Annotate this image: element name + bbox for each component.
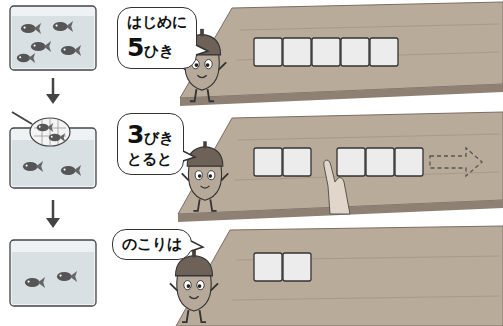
- counting-block: [254, 38, 282, 66]
- wooden-board: [178, 112, 503, 214]
- fish-tank: [57, 271, 77, 282]
- bubble-tail: [191, 241, 203, 251]
- bubble-text: 3びき: [127, 119, 174, 150]
- counting-block: [366, 148, 394, 176]
- bubble-text: のこりは: [122, 235, 182, 254]
- fish-tank: [12, 252, 94, 304]
- fish-tank: [12, 16, 94, 68]
- fish-tank: [25, 277, 45, 288]
- bubble-text: 5ひき: [127, 32, 187, 63]
- counting-block: [254, 148, 282, 176]
- bubble-text: はじめに: [127, 13, 187, 32]
- counting-block: [370, 38, 398, 66]
- fish-tank: [34, 118, 66, 146]
- wooden-board: [176, 2, 503, 326]
- counting-block: [337, 148, 365, 176]
- speech-bubble: のこりは: [112, 229, 192, 260]
- speech-bubble: 3びきとると: [117, 113, 184, 175]
- bubble-tail: [183, 151, 195, 161]
- fish-tank: [23, 161, 43, 172]
- counting-block: [254, 253, 282, 281]
- fish-tank: [12, 112, 32, 124]
- bubble-tail: [182, 151, 195, 161]
- fish-tank: [10, 128, 96, 188]
- fish-tank: [61, 165, 81, 176]
- fish-tank: [37, 123, 54, 132]
- fish-tank: [30, 118, 70, 146]
- counting-block: [283, 253, 311, 281]
- counting-block: [341, 38, 369, 66]
- hand: [324, 160, 350, 214]
- fish-tank: [21, 23, 41, 34]
- counting-block: [283, 148, 311, 176]
- wooden-board: [176, 226, 503, 326]
- fish-tank: [31, 41, 51, 52]
- down-arrow: [46, 78, 60, 228]
- hand: [324, 160, 350, 214]
- down-arrow: [46, 218, 60, 228]
- acorn-character: [170, 250, 218, 322]
- fish-tank: [10, 240, 96, 306]
- bubble-tail: [182, 149, 196, 163]
- speech-bubble: はじめに5ひき: [117, 7, 197, 69]
- fish-tank: [10, 6, 96, 70]
- fish-tank: [53, 21, 73, 32]
- fish-tank: [49, 133, 66, 142]
- fish-tank: [61, 45, 81, 56]
- bubble-tail: [190, 241, 203, 251]
- bubble-text: とると: [127, 150, 174, 169]
- bubble-tail: [195, 43, 209, 57]
- fish-tank: [12, 140, 94, 186]
- counting-block: [312, 38, 340, 66]
- bubble-tail: [195, 45, 208, 55]
- bubble-tail: [190, 239, 204, 253]
- counting-block: [254, 38, 423, 281]
- counting-block: [283, 38, 311, 66]
- down-arrow: [46, 94, 60, 104]
- fish-tank: [10, 6, 96, 306]
- wooden-board: [232, 24, 500, 300]
- bubble-tail: [196, 45, 208, 55]
- wooden-board: [180, 2, 503, 98]
- counting-block: [395, 148, 423, 176]
- dashed-arrow: [430, 148, 482, 176]
- acorn-character: [182, 141, 228, 211]
- acorn-character: [170, 29, 228, 322]
- down-arrow: [52, 200, 55, 220]
- wooden-board: [180, 84, 503, 106]
- fish-tank: [17, 53, 35, 63]
- down-arrow: [52, 78, 55, 96]
